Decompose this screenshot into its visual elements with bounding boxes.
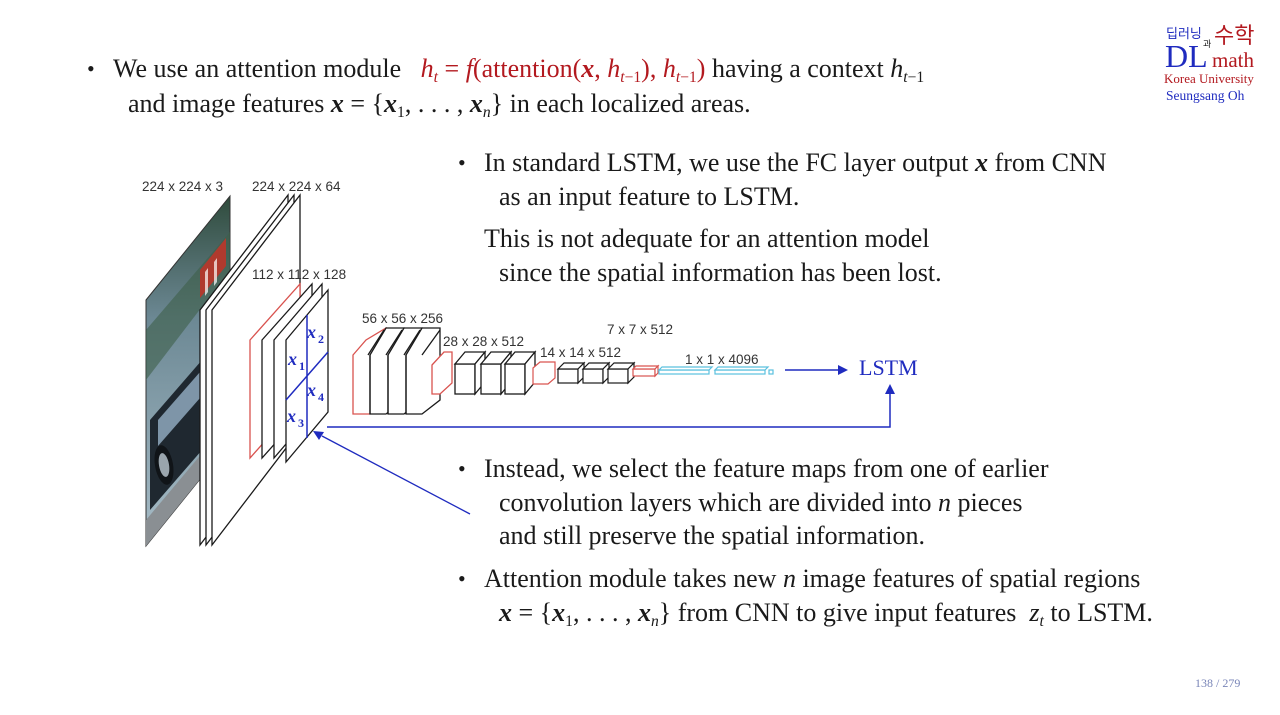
svg-text:x: x [287,349,297,369]
bullet3-line2: x = {x1, . . . , xn} from CNN to give in… [499,598,1153,630]
lstm-label: LSTM [859,355,918,380]
bullet-instead: Instead, we select the feature maps from… [458,452,1048,486]
logo-kr-small: 딥러닝 [1166,27,1202,42]
fc-layers [657,366,774,375]
dim-label-conv2: 112 x 112 x 128 [252,267,346,282]
conv5-blocks [532,361,636,385]
bullet3-text3: from CNN to give input features [677,598,1017,627]
dim-label-conv5: 14 x 14 x 512 [540,345,621,360]
logo-math: math [1212,48,1254,72]
bullet2-n: n [938,488,952,517]
svg-text:2: 2 [318,332,324,346]
page-number: 138 / 279 [1195,676,1241,690]
bullet1-text2: from CNN [994,148,1107,177]
pointer-arrow [313,431,471,515]
bullet3-text1: Attention module takes new [484,564,777,593]
logo-dl: DL [1165,38,1208,74]
top-bullet-line2: and image features x = {x1, . . . , xn} … [128,89,751,121]
dim-label-pool: 7 x 7 x 512 [607,322,673,337]
svg-text:1: 1 [299,359,305,373]
pool-block [631,364,660,378]
feature-to-lstm-arrow [327,384,895,428]
dim-label-conv1: 224 x 224 x 64 [252,179,341,194]
top-bullet-text4: in each localized areas. [509,89,751,118]
top-bullet-text1: We use an attention module [113,54,402,83]
top-bullet-line1: We use an attention module ht = f(attent… [87,52,924,86]
attention-word: attention( [481,54,582,83]
fc-to-lstm-arrow [785,365,848,375]
bullet1-line3: This is not adequate for an attention mo… [484,224,930,253]
bullet-attention-module: Attention module takes new n image featu… [458,562,1141,596]
attention-formula: ht = f(attention(x, ht−1), ht−1) [420,54,706,86]
bullet2-line2: convolution layers which are divided int… [499,486,1022,520]
logo-author: Seungsang Oh [1166,88,1245,103]
bullet3-text4: to LSTM. [1050,598,1153,627]
logo: 딥러닝 과 수학 DL math Korea University Seungs… [1160,18,1264,108]
logo-university: Korea University [1164,71,1254,86]
logo-kr-big: 수학 [1214,24,1255,49]
svg-text:x: x [306,380,316,400]
svg-text:x: x [286,406,296,426]
bullet-standard-lstm: In standard LSTM, we use the FC layer ou… [458,146,1107,180]
logo-kr-conj: 과 [1203,40,1212,50]
svg-text:3: 3 [298,416,304,430]
bullet1-line2: as an input feature to LSTM. [499,182,800,211]
svg-text:4: 4 [318,390,324,404]
conv3-blocks [352,326,441,415]
conv4-blocks [431,350,537,396]
top-bullet-text2: having a context [711,54,884,83]
conv2-planes [249,282,329,464]
bullet3-text2: image features of spatial regions [802,564,1141,593]
bullet1-line4: since the spatial information has been l… [499,258,942,287]
dim-label-input: 224 x 224 x 3 [142,179,223,194]
dim-label-conv4: 28 x 28 x 512 [443,334,524,349]
dim-label-fc: 1 x 1 x 4096 [685,352,759,367]
top-bullet-text3: and image features [128,89,325,118]
bullet3-n: n [782,564,796,593]
dim-label-conv3: 56 x 56 x 256 [362,311,443,326]
bullet2-line3: and still preserve the spatial informati… [499,521,925,550]
bullet2-text1: convolution layers which are divided int… [499,488,932,517]
bullet1-text1: In standard LSTM, we use the FC layer ou… [484,148,969,177]
bullet2-text2: pieces [957,488,1023,517]
svg-text:x: x [306,322,316,342]
